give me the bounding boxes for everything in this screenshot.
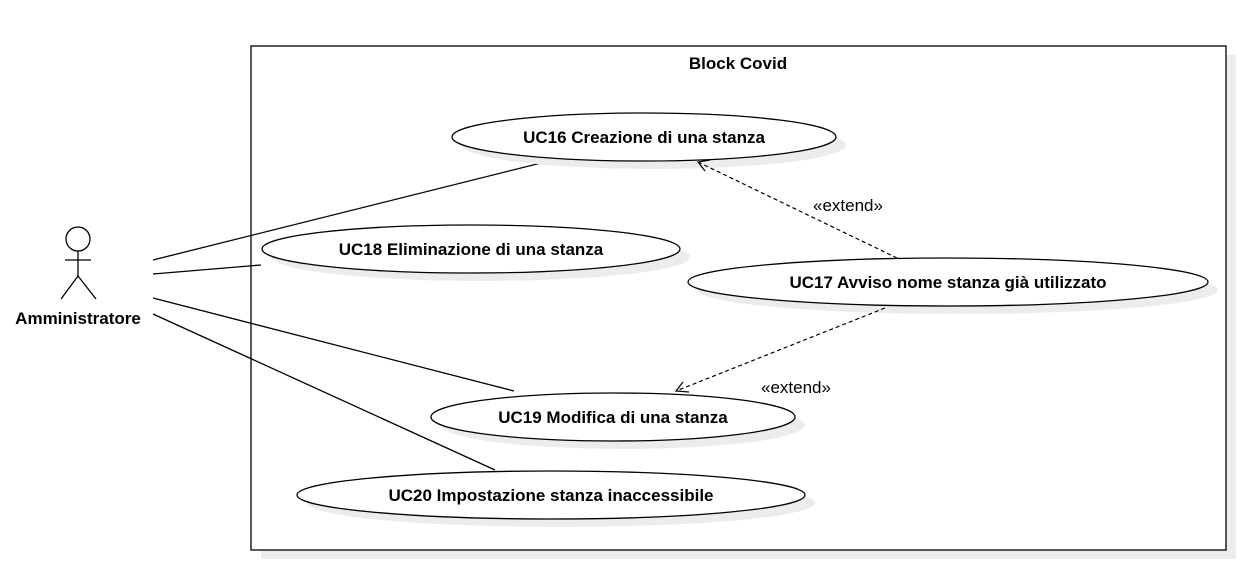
use-case-uc17-ellipse (687, 257, 1209, 307)
use-case-uc20-label: UC20 Impostazione stanza inaccessibile (388, 486, 713, 505)
use-case-uc18[interactable]: UC18 Eliminazione di una stanza (261, 224, 690, 281)
use-case-uc16-ellipse (451, 112, 837, 162)
association-uc16[interactable] (152, 161, 546, 261)
use-case-uc18-ellipse (261, 224, 681, 274)
actor-amministratore[interactable]: Amministratore (15, 226, 141, 328)
extend-arrowhead-uc19 (674, 381, 690, 393)
association-uc19[interactable] (152, 297, 515, 392)
actor-head (65, 226, 91, 252)
extend-relation-uc17-uc19[interactable]: «extend» (674, 307, 886, 397)
use-case-uc20-ellipse (296, 470, 806, 520)
actor-name: Amministratore (15, 309, 141, 328)
extend-label-2: «extend» (761, 378, 831, 397)
extend-line-uc17-uc16 (697, 161, 898, 259)
extend-arrowhead-uc16 (696, 159, 711, 172)
use-case-uc19-label: UC19 Modifica di una stanza (498, 408, 728, 427)
use-case-uc16[interactable]: UC16 Creazione di una stanza (451, 112, 846, 169)
use-case-uc20[interactable]: UC20 Impostazione stanza inaccessibile (296, 470, 815, 527)
association-uc20[interactable] (152, 313, 496, 471)
actor-left-leg (60, 275, 79, 300)
extend-line-uc17-uc19 (675, 307, 886, 392)
use-case-uc18-label: UC18 Eliminazione di una stanza (339, 240, 604, 259)
use-case-uc16-label: UC16 Creazione di una stanza (523, 128, 765, 147)
actor-right-leg (77, 275, 97, 300)
association-uc18[interactable] (152, 264, 262, 275)
system-title: Block Covid (689, 54, 787, 73)
use-case-uc17-label: UC17 Avviso nome stanza già utilizzato (789, 273, 1106, 292)
use-case-uc19[interactable]: UC19 Modifica di una stanza (430, 392, 805, 449)
extend-label-1: «extend» (813, 196, 883, 215)
use-case-uc17[interactable]: UC17 Avviso nome stanza già utilizzato (687, 257, 1218, 314)
associations (152, 161, 546, 471)
extend-relation-uc17-uc16[interactable]: «extend» (696, 159, 898, 259)
use-case-uc19-ellipse (430, 392, 796, 442)
